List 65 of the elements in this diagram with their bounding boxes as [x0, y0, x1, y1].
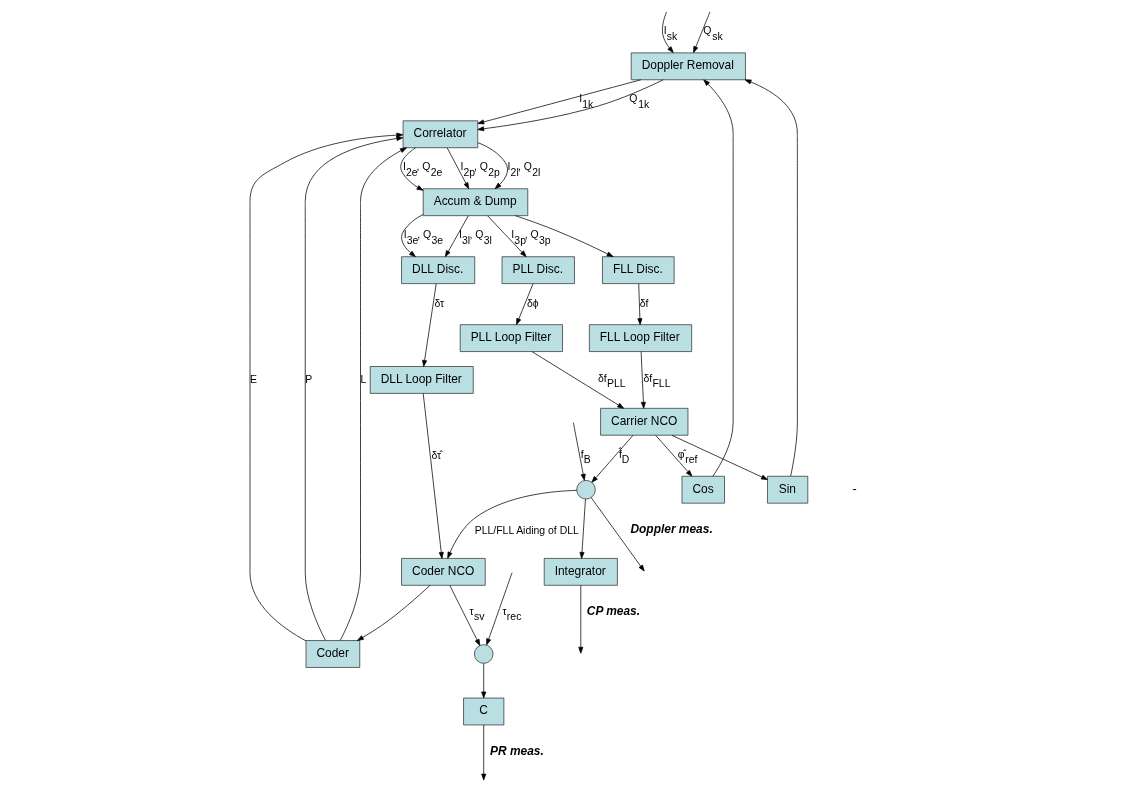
node-circle — [474, 644, 494, 664]
edge-label: δϕ — [527, 297, 539, 309]
arrow — [477, 79, 664, 132]
arrow — [693, 11, 711, 53]
arrow — [481, 724, 487, 781]
node-box: Cos — [681, 475, 725, 504]
edge-label: CP meas. — [586, 604, 641, 619]
arrow — [422, 393, 444, 559]
arrow — [401, 214, 424, 257]
node-circle — [576, 480, 596, 500]
arrow — [515, 215, 614, 257]
edge-label: E — [249, 373, 257, 385]
arrow — [446, 147, 470, 190]
arrow — [449, 585, 481, 646]
arrow — [444, 215, 469, 258]
arrow — [744, 79, 798, 477]
node-box: FLL Disc. — [602, 256, 675, 284]
edge-label: Doppler meas. — [630, 521, 713, 536]
arrow — [481, 663, 487, 699]
node-box: Coder — [305, 640, 361, 668]
node-box: Accum & Dump — [422, 188, 529, 217]
arrow — [579, 498, 586, 559]
node-box: FLL Loop Filter — [589, 324, 693, 352]
arrow — [590, 497, 645, 572]
label: - — [852, 481, 857, 496]
arrow — [422, 283, 437, 367]
node-box: PLL Disc. — [501, 256, 575, 284]
arrow — [578, 585, 584, 654]
edge-label: L — [360, 373, 367, 385]
arrow — [572, 422, 586, 481]
arrow — [477, 79, 642, 125]
arrow — [487, 215, 527, 258]
node-box: Carrier NCO — [600, 407, 689, 436]
arrow — [304, 136, 404, 641]
arrow — [400, 147, 424, 191]
edge-label: P — [305, 373, 313, 385]
edge-label: PLL/FLL Aiding of DLL — [474, 524, 579, 536]
node-box: C — [463, 697, 505, 726]
arrow — [249, 132, 404, 642]
arrow — [637, 283, 643, 325]
arrow — [447, 490, 578, 559]
edge-label: δf — [639, 297, 649, 309]
edge-label: δτ — [434, 297, 445, 309]
arrow — [671, 434, 768, 480]
node-box: Correlator — [402, 120, 479, 149]
arrow — [477, 142, 508, 190]
arrow — [703, 79, 734, 477]
arrow — [662, 11, 674, 53]
edge-label: PR meas. — [490, 743, 544, 758]
node-box: Sin — [767, 475, 809, 504]
arrow — [339, 147, 407, 641]
node-box: Integrator — [543, 558, 618, 586]
arrow — [655, 434, 693, 477]
node-box: DLL Disc. — [401, 256, 476, 284]
arrow — [591, 434, 634, 483]
arrow — [486, 572, 513, 646]
node-box: PLL Loop Filter — [459, 324, 563, 352]
edge-label: δτ̂ — [431, 449, 442, 461]
node-box: Coder NCO — [401, 558, 486, 586]
node-box: Doppler Removal — [630, 52, 746, 81]
arrow — [516, 283, 534, 325]
arrow — [357, 585, 431, 641]
arrow — [531, 351, 624, 409]
node-box: DLL Loop Filter — [369, 366, 474, 394]
arrow — [640, 351, 646, 409]
